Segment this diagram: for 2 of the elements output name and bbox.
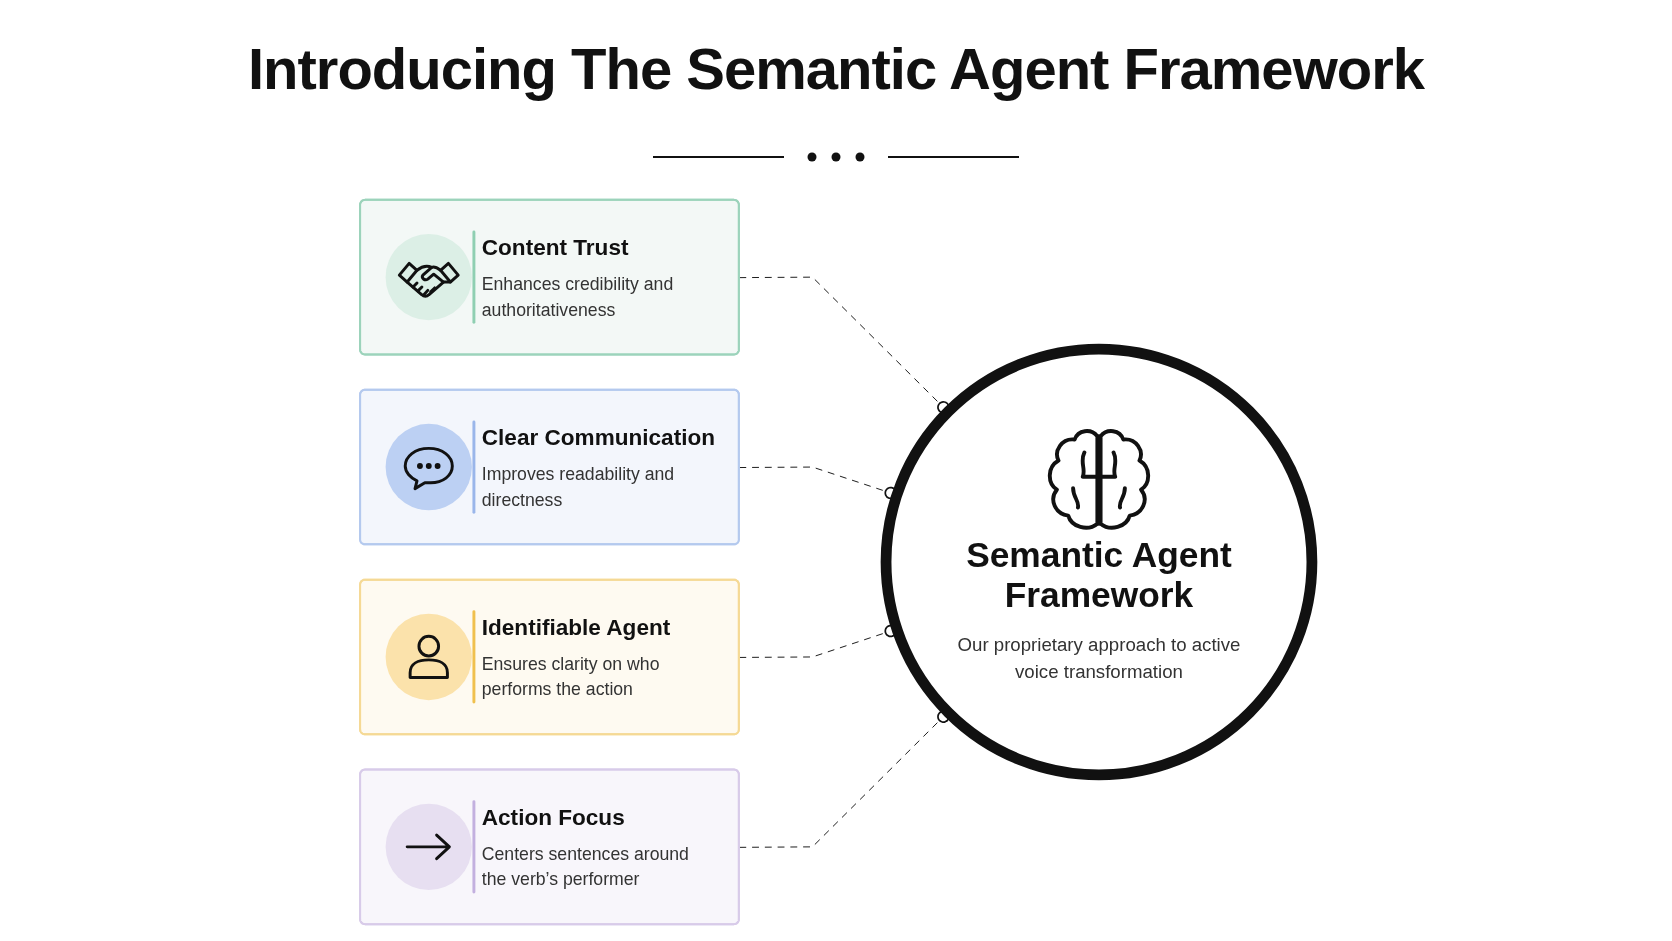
node-circle: Semantic Agent Framework Our proprietary approach to active voice transformation bbox=[880, 343, 1318, 781]
title: Introducing The Semantic Agent Framework bbox=[248, 35, 1424, 103]
